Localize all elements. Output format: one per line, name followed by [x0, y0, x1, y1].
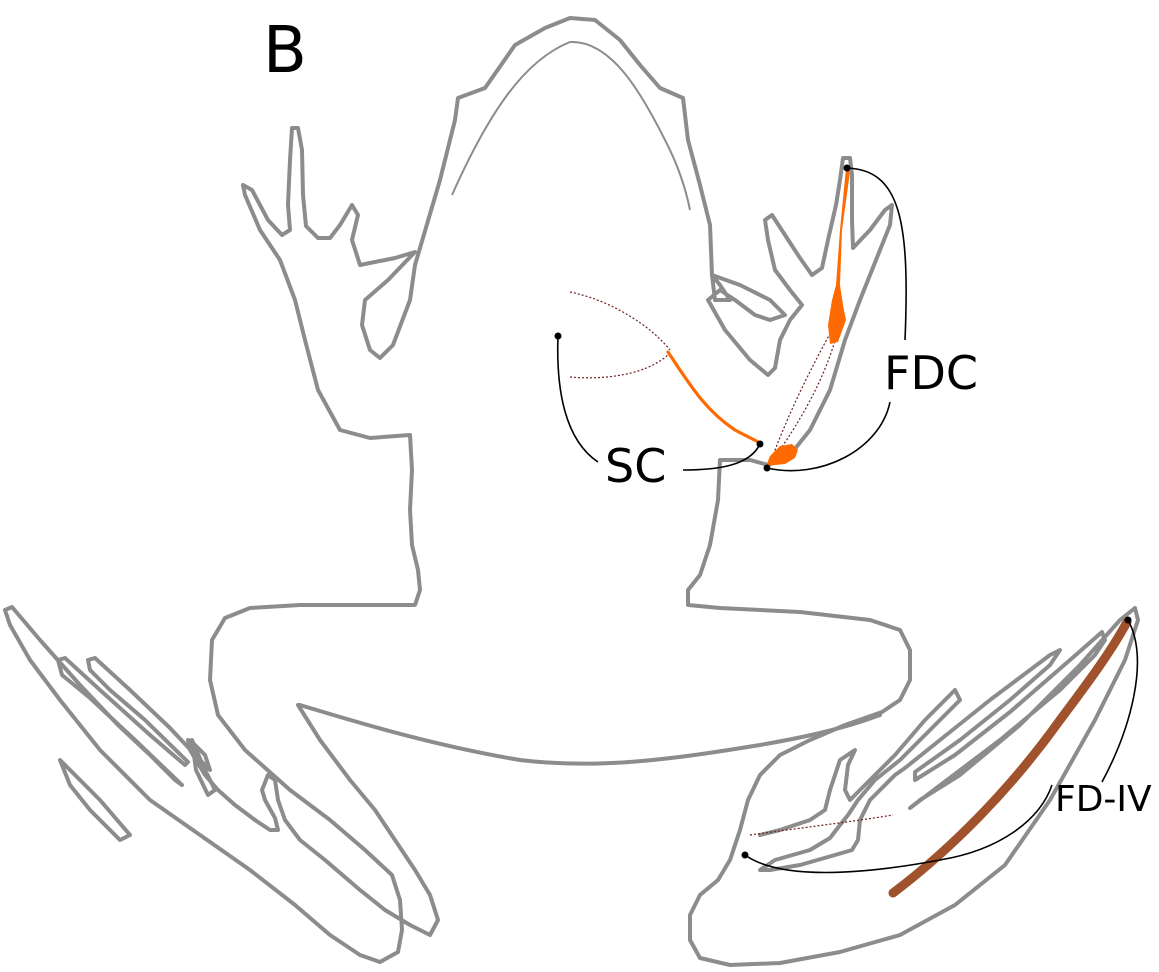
fd-iv-leader-lower: [745, 785, 1052, 873]
dotted-tendon-paths: [570, 292, 893, 835]
sc-leader-left: [558, 336, 598, 462]
fdc-muscle-proximal: [766, 444, 798, 466]
fdc-label: FDC: [884, 346, 978, 400]
sc-dotted-upper: [570, 292, 670, 350]
sc-label: SC: [605, 439, 666, 493]
left-arm-outline: [225, 128, 420, 618]
right-leg-inner-outline: [300, 705, 880, 764]
fd-iv-muscle: [893, 622, 1127, 893]
fd-iv-dotted: [750, 815, 893, 835]
head-inner-line: [452, 42, 690, 210]
right-arm-outline: [688, 158, 1138, 965]
sc-dotted-lower: [570, 355, 668, 378]
left-toe-inner-2: [192, 740, 215, 795]
fd-iv-label: FD-IV: [1055, 779, 1152, 820]
sc-muscle: [668, 352, 760, 443]
panel-label: B: [263, 14, 307, 88]
